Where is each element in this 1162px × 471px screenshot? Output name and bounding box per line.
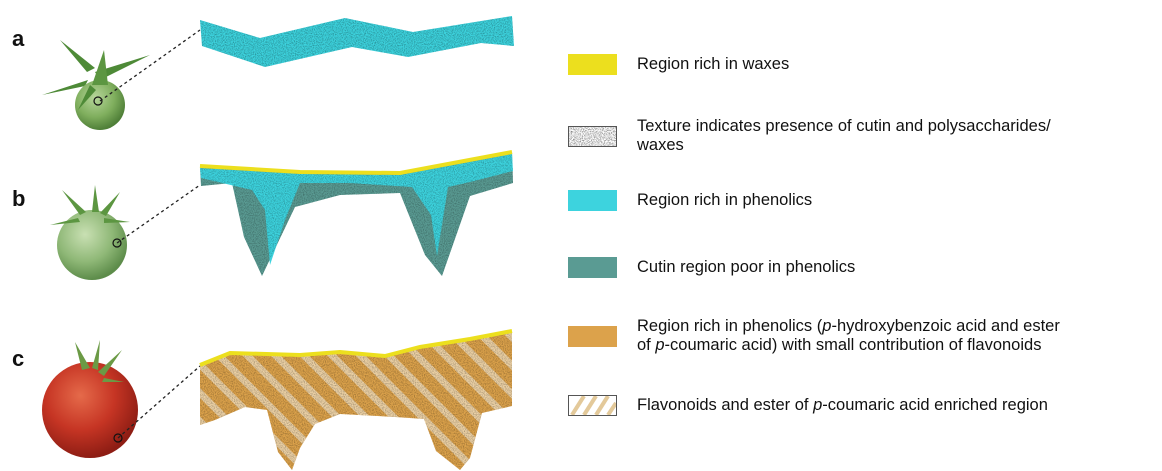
flavonoids-swatch [568,395,617,416]
cutin-poor-swatch [568,257,617,278]
legend-label-texture: Texture indicates presence of cutin and … [637,117,1051,155]
legend-item-cutin-poor: Cutin region poor in phenolics [568,257,855,278]
texture-label-line2: waxes [637,136,684,154]
cuticle-section-a [200,16,514,67]
legend-label-waxes: Region rich in waxes [637,55,789,74]
legend-item-phenolics: Region rich in phenolics [568,190,812,211]
legend-label-cutin-poor: Cutin region poor in phenolics [637,258,855,277]
phenolics-ester-swatch [568,326,617,347]
green-tomato-small-image [42,40,150,130]
legend-label-flavonoids: Flavonoids and ester of p-coumaric acid … [637,396,1048,415]
texture-swatch [568,126,617,147]
cuticle-figure [0,0,640,471]
legend-item-texture: Texture indicates presence of cutin and … [568,117,1051,155]
panel-a [42,16,514,130]
phenolics-swatch [568,190,617,211]
legend-item-waxes: Region rich in waxes [568,54,789,75]
cuticle-section-b [200,152,513,276]
texture-label-line1: Texture indicates presence of cutin and … [637,117,1051,135]
panel-letter-c: c [12,346,24,372]
legend-label-phenolics: Region rich in phenolics [637,191,812,210]
red-tomato-image [42,340,138,458]
legend-item-flavonoids: Flavonoids and ester of p-coumaric acid … [568,395,1048,416]
panel-letter-a: a [12,26,24,52]
legend-label-phenolics-ester: Region rich in phenolics (p-hydroxybenzo… [637,317,1060,355]
panel-letter-b: b [12,186,25,212]
cuticle-section-c [200,331,512,470]
waxes-swatch [568,54,617,75]
panel-b [50,152,513,280]
green-tomato-medium-image [50,185,130,280]
legend-item-phenolics-ester: Region rich in phenolics (p-hydroxybenzo… [568,317,1060,355]
legend: Region rich in waxes Texture indicates p… [568,0,1162,471]
panel-c [42,331,512,470]
